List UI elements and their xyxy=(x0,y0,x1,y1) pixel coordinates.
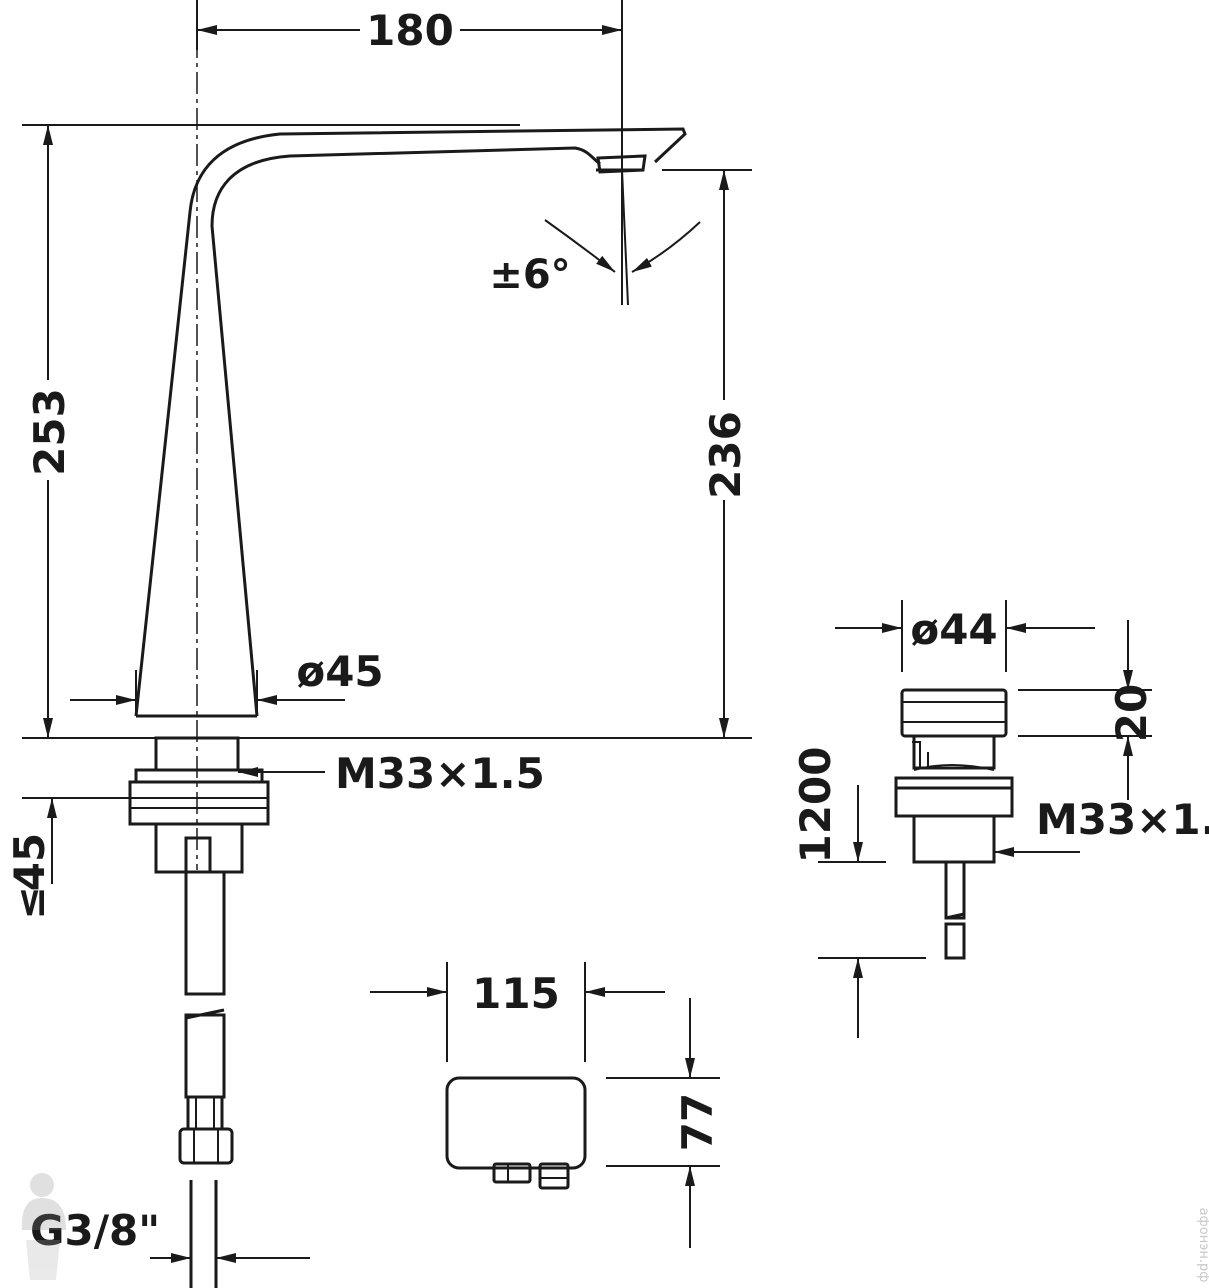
dim-box-height: 77 xyxy=(606,998,722,1248)
plumber-logo-icon xyxy=(21,1173,66,1280)
tap-spout-outline xyxy=(134,127,687,718)
dim-label-thread-button: M33×1.5 xyxy=(1036,795,1209,844)
dim-label-115: 115 xyxy=(472,969,560,1018)
dim-label-thread-main: M33×1.5 xyxy=(335,749,545,798)
dim-button-height: 20 xyxy=(1018,620,1156,800)
dim-label-236: 236 xyxy=(701,411,750,499)
dim-label-leq: ≤ xyxy=(8,886,54,920)
dim-label-g38: G3/8" xyxy=(30,1206,160,1255)
dim-outlet-height: 236 xyxy=(662,169,752,738)
tap-shank xyxy=(128,736,270,874)
dim-spray-angle: ±6° xyxy=(489,169,701,306)
dim-label-180: 180 xyxy=(366,6,454,55)
dim-label-o44: ø44 xyxy=(910,605,997,654)
dim-label-253: 253 xyxy=(25,388,74,476)
connection-pipe xyxy=(189,1180,218,1288)
dim-label-45: 45 xyxy=(5,833,54,891)
dim-button-diameter: ø44 xyxy=(835,600,1095,672)
dim-label-o45: ø45 xyxy=(296,647,383,696)
supply-hose xyxy=(178,870,234,1165)
dim-thread-button: M33×1.5 xyxy=(994,795,1209,857)
dim-label-1200: 1200 xyxy=(791,747,840,864)
watermark-text: афонэн.рф xyxy=(1196,1208,1209,1283)
dim-label-77: 77 xyxy=(673,1093,722,1151)
dim-connection: G3/8" xyxy=(30,1206,310,1263)
dim-spout-reach: 180 xyxy=(196,0,623,305)
dim-box-width: 115 xyxy=(370,962,665,1062)
control-box xyxy=(445,1076,587,1190)
push-button-unit xyxy=(894,688,1014,960)
dim-deck-thickness: 45 ≤ xyxy=(5,797,130,920)
dim-label-20: 20 xyxy=(1107,684,1156,742)
dim-cable-length: 1200 xyxy=(791,747,926,1038)
dim-total-height: 253 xyxy=(22,124,752,739)
dim-body-diameter: ø45 xyxy=(70,647,384,716)
dim-thread-main: M33×1.5 xyxy=(238,749,545,798)
dim-label-angle: ±6° xyxy=(489,252,570,298)
